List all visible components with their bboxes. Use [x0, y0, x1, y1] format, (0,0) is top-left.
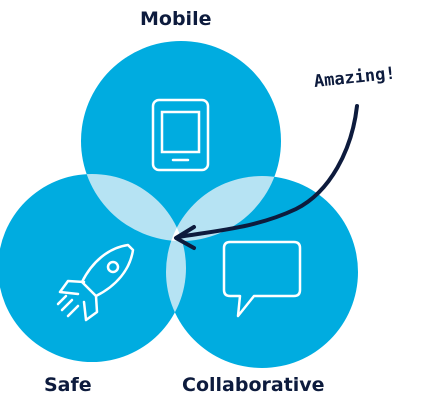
rocket-icon	[56, 243, 135, 322]
overlap-mobile-safe	[81, 174, 186, 241]
overlap-mobile-collaborative	[166, 176, 281, 241]
label-safe: Safe	[44, 374, 92, 396]
label-mobile: Mobile	[140, 8, 212, 30]
speech-bubble-icon	[222, 240, 302, 318]
arrow-icon	[174, 104, 359, 250]
tablet-icon	[151, 98, 210, 172]
label-collaborative: Collaborative	[182, 374, 325, 396]
